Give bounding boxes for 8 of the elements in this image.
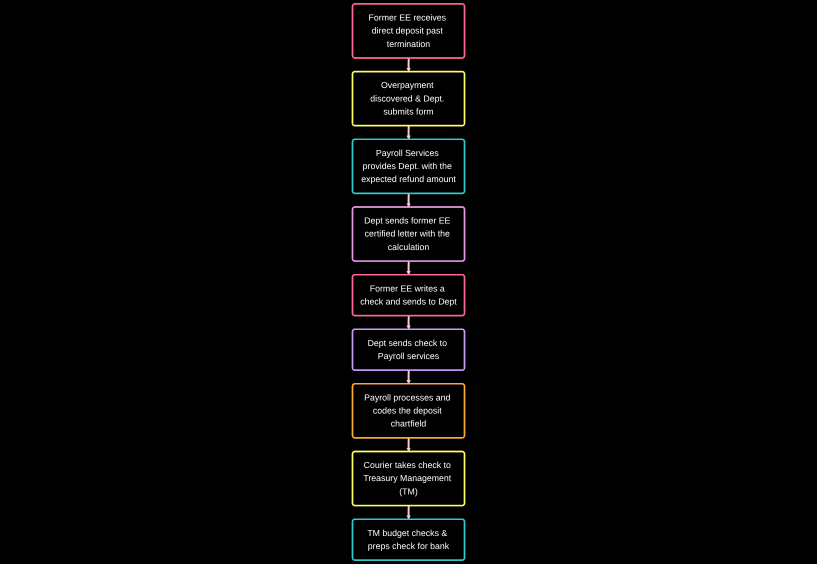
arrow bbox=[406, 58, 411, 72]
arrow bbox=[406, 194, 411, 208]
arrow bbox=[406, 316, 411, 330]
arrow bbox=[406, 370, 411, 384]
arrow bbox=[406, 261, 411, 276]
arrow bbox=[406, 438, 411, 452]
arrow bbox=[406, 126, 411, 140]
arrow bbox=[406, 506, 411, 520]
